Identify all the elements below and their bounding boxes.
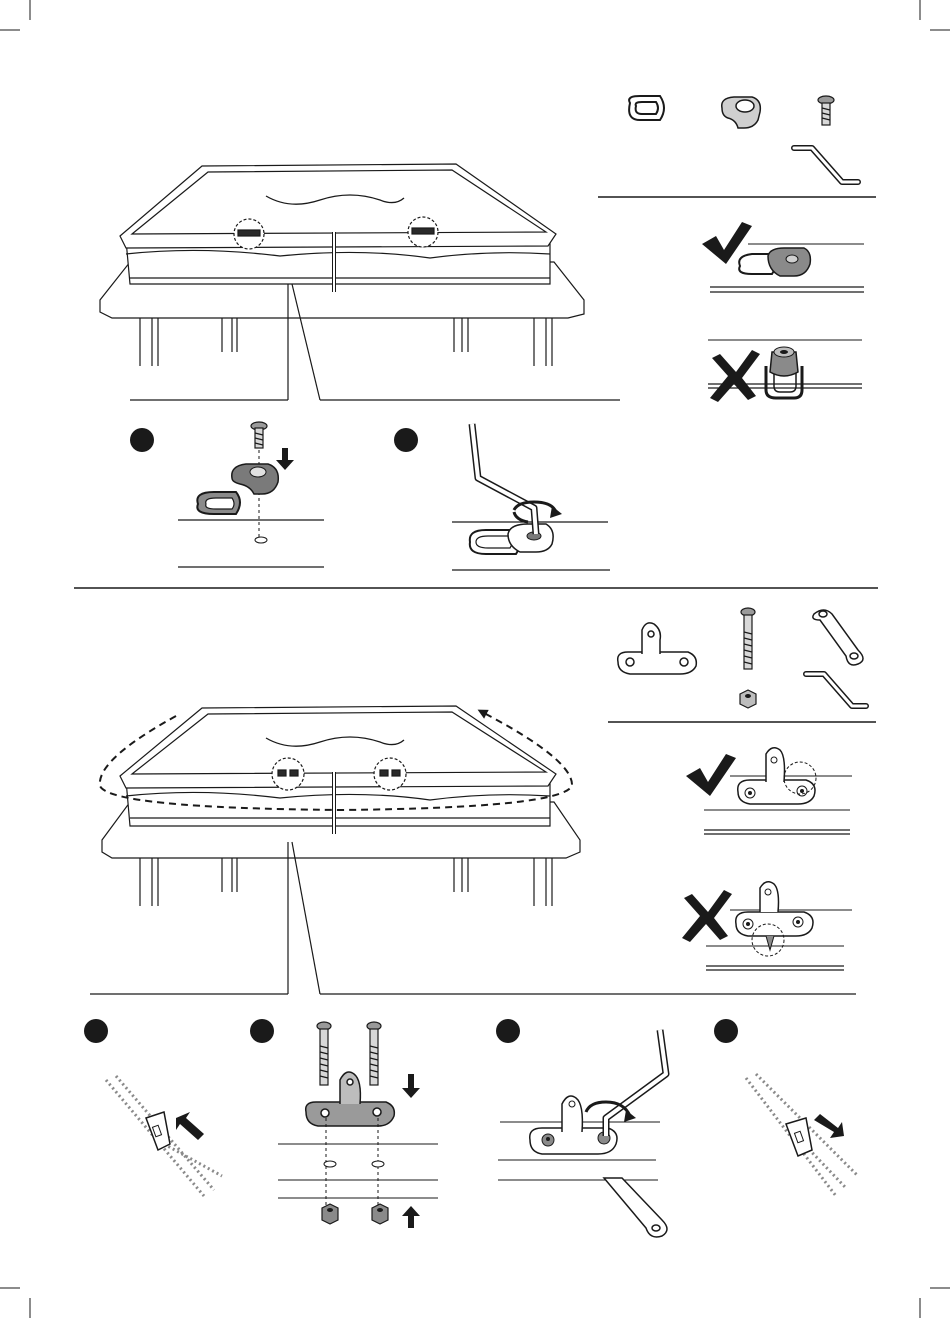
tab-bracket-icon <box>306 1072 395 1126</box>
bolt-icon <box>317 1022 331 1085</box>
arrow-up-left-icon <box>176 1112 204 1140</box>
step-1-top <box>130 422 324 567</box>
nut-icon <box>322 1204 338 1224</box>
trampoline-table-illustration-top <box>100 164 620 400</box>
wrench-icon <box>604 1178 667 1237</box>
mattress-top <box>120 706 556 788</box>
wrench-icon <box>813 610 863 665</box>
step-1-bottom <box>84 1019 222 1196</box>
detail-circle <box>374 758 406 790</box>
bolt-icon <box>741 608 755 669</box>
hex-key-icon <box>806 674 866 706</box>
example-correct-top <box>702 222 864 292</box>
example-incorrect-bottom <box>682 882 852 970</box>
d-ring-clip-icon <box>722 97 761 128</box>
down-arrow-icon <box>402 1074 420 1098</box>
nut-icon <box>372 1204 388 1224</box>
up-arrow-icon <box>402 1206 420 1228</box>
cross-icon <box>710 350 760 402</box>
step-3-bottom <box>496 1019 667 1237</box>
step-2-bottom <box>250 1019 438 1228</box>
step-marker <box>394 428 418 452</box>
step-marker <box>84 1019 108 1043</box>
trampoline-table-illustration-bottom <box>90 706 856 994</box>
hex-key-icon <box>472 424 536 534</box>
step-4-bottom <box>714 1019 858 1196</box>
checkmark-icon <box>686 754 736 796</box>
parts-panel-bottom <box>608 608 876 722</box>
flat-head-screw-icon <box>251 422 267 448</box>
hex-key-icon <box>606 1030 666 1136</box>
detail-circle <box>272 758 304 790</box>
table-legs <box>140 318 552 366</box>
step-marker <box>714 1019 738 1043</box>
d-ring-icon <box>197 492 240 514</box>
flat-head-screw-icon <box>818 96 834 125</box>
example-correct-bottom <box>686 748 852 834</box>
example-incorrect-top <box>708 340 862 402</box>
step-marker <box>130 428 154 452</box>
step-2-top <box>394 424 610 570</box>
hex-key-icon <box>794 148 858 182</box>
nut-icon <box>740 690 756 708</box>
table-legs <box>140 858 552 906</box>
d-ring-icon <box>629 96 664 120</box>
parts-panel-top <box>598 96 876 197</box>
tab-bracket-icon <box>618 623 697 674</box>
step-marker <box>250 1019 274 1043</box>
bolt-icon <box>367 1022 381 1085</box>
mattress-top <box>120 164 556 248</box>
cross-icon <box>682 890 732 942</box>
step-marker <box>496 1019 520 1043</box>
down-arrow-icon <box>276 448 294 470</box>
